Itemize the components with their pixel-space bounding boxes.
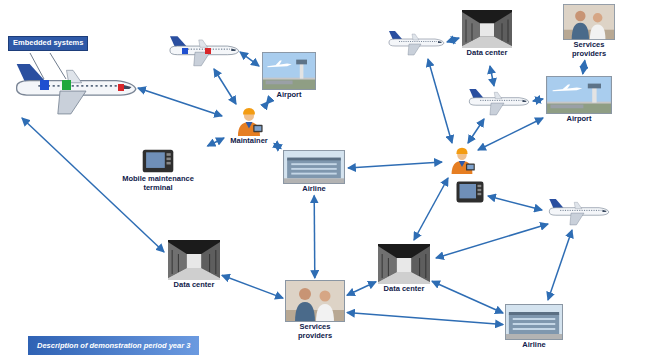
double-arrow — [313, 196, 315, 278]
double-arrow — [583, 60, 585, 74]
double-arrow — [208, 138, 225, 146]
node-label: Airline — [505, 340, 563, 350]
caption-box: Description of demonstration period year… — [28, 336, 199, 355]
services-node: Services providers — [285, 280, 345, 340]
node-label: Data center — [378, 284, 430, 294]
icon-picture — [546, 76, 612, 114]
maintainer-node: Maintainer — [226, 106, 272, 146]
icon-picture — [462, 10, 512, 48]
icon-picture — [563, 4, 615, 40]
double-arrow — [266, 102, 268, 104]
node-label: Services providers — [563, 40, 615, 58]
node-label: Airport — [546, 114, 612, 124]
node-label: Airline — [283, 184, 345, 194]
icon-picture — [283, 150, 345, 184]
node-label: Data center — [168, 280, 220, 290]
double-arrow — [347, 313, 503, 325]
callout-box: Embedded systems — [8, 36, 88, 51]
double-arrow — [347, 282, 376, 296]
node-label: Services providers — [285, 322, 345, 340]
terminal-node: Mobile maintenance terminal — [108, 148, 208, 192]
node-label: Data center — [462, 48, 512, 58]
data-center-node: Data center — [168, 240, 220, 290]
double-arrow — [274, 144, 281, 149]
data-center-node: Data center — [378, 244, 430, 294]
data-center-node: Data center — [462, 10, 512, 58]
airport-node: Airport — [262, 52, 316, 100]
icon-picture — [141, 148, 175, 174]
icon-picture — [262, 52, 316, 90]
airline-node: Airline — [283, 150, 345, 194]
node-label: Maintainer — [226, 136, 272, 146]
icon-picture — [505, 304, 563, 340]
double-arrow — [432, 281, 503, 313]
airline-node: Airline — [505, 304, 563, 350]
icon-picture — [168, 240, 220, 280]
node-label: Embedded systems — [13, 39, 83, 48]
services-node: Services providers — [563, 4, 615, 58]
icon-picture — [232, 106, 266, 136]
icon-picture — [285, 280, 345, 322]
double-arrow — [222, 275, 283, 298]
icon-picture — [378, 244, 430, 284]
node-label: Mobile maintenance terminal — [108, 174, 208, 192]
node-label: Airport — [262, 90, 316, 100]
airport-node: Airport — [546, 76, 612, 124]
